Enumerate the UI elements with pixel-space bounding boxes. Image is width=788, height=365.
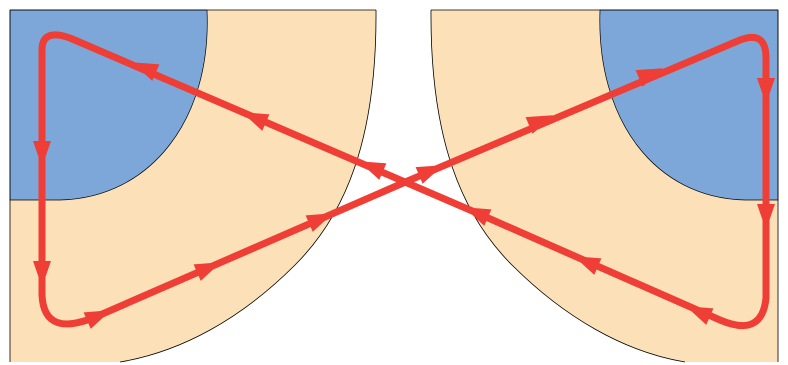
right-panel: [431, 10, 778, 362]
left-panel: [10, 10, 376, 362]
arrow-right-upper-1: [416, 157, 447, 184]
